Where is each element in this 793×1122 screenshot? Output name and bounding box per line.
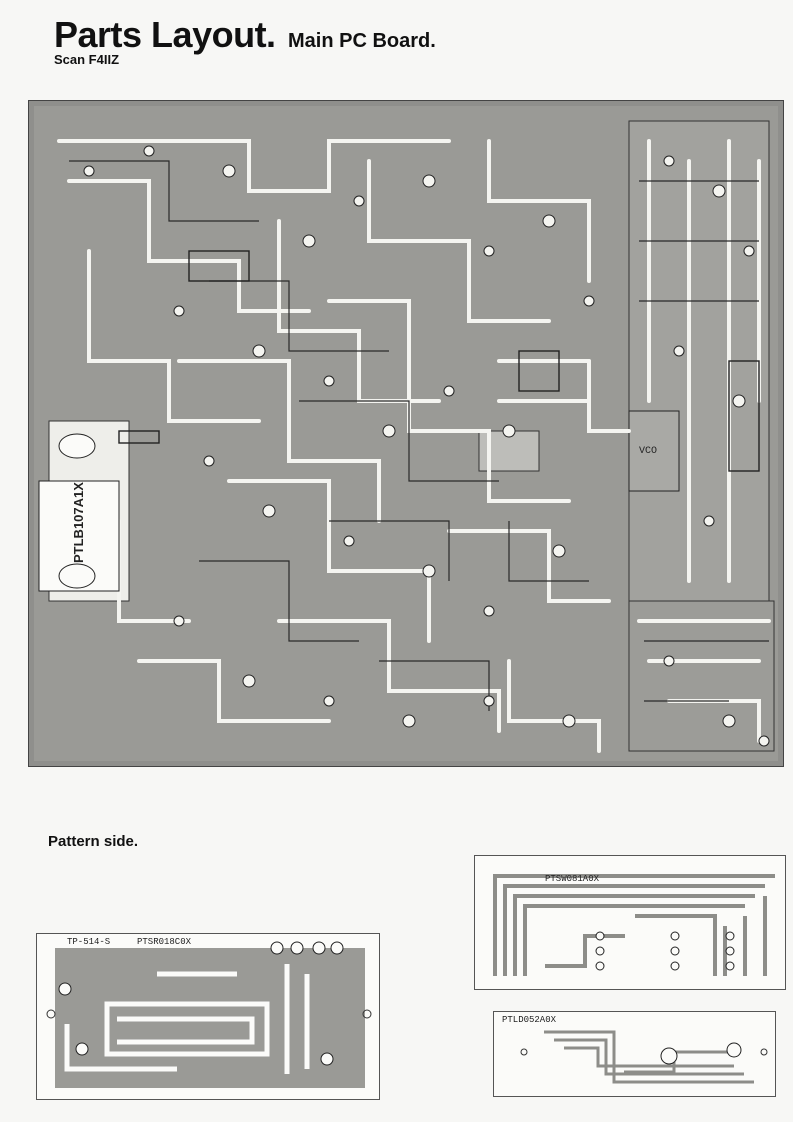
transformer-label: PTLB107A1X [71, 482, 86, 563]
board-ptld052a0x-traces [520, 1030, 768, 1084]
title-text: Parts Layout. [54, 14, 276, 55]
main-board-traces [34, 106, 778, 761]
scan-credit: Scan F4IIZ [54, 52, 120, 67]
board-ptld052a0x-code: PTLD052A0X [502, 1015, 557, 1025]
board-ptsr018c0x-code: PTSR018C0X [137, 937, 192, 947]
board-ptsw081a0x-code: PTSW081A0X [545, 874, 600, 884]
board-ptsw081a0x-traces [493, 874, 775, 976]
board-ptsr018c0x: TP-514-S PTSR018C0X [36, 933, 380, 1100]
board-ptsr018c0x-ref: TP-514-S [67, 937, 111, 947]
pattern-side-heading: Pattern side. [48, 833, 139, 850]
main-pc-board: PTLB107A1X VCO [28, 100, 784, 767]
page-title: Parts Layout. Main PC Board. [54, 14, 436, 56]
subtitle-text: Main PC Board. [288, 30, 436, 52]
board-ptsr018c0x-traces [46, 941, 372, 1088]
board-ptld052a0x: PTLD052A0X [493, 1011, 776, 1097]
board-ptsw081a0x: PTSW081A0X [474, 855, 786, 990]
vco-label: VCO [639, 446, 658, 457]
